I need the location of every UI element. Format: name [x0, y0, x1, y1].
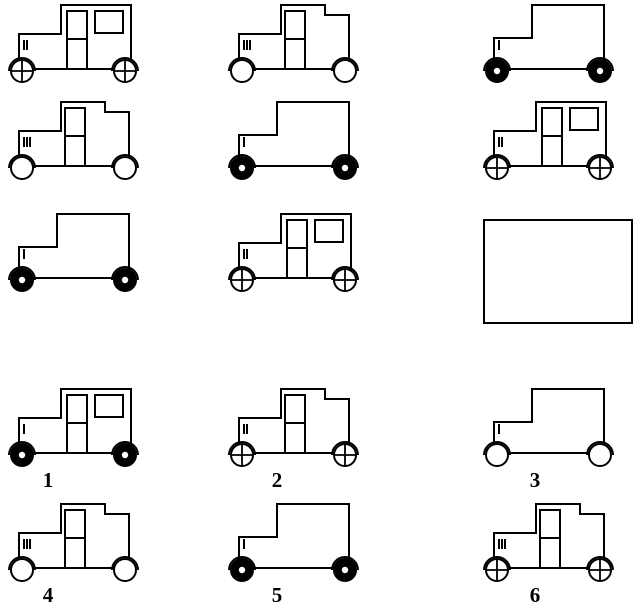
car-body-outline	[19, 5, 131, 69]
car-rear-window	[570, 108, 598, 130]
option-number-1: 1	[28, 469, 68, 491]
car-van-plain-wheels	[480, 385, 610, 473]
car-van-filled-wheels	[225, 98, 355, 186]
plain-wheel-icon	[231, 60, 253, 82]
plain-wheel-icon	[334, 60, 356, 82]
cross-wheel-icon	[486, 559, 508, 581]
filled-wheel-icon	[11, 269, 33, 291]
cross-wheel-icon	[231, 444, 253, 466]
plain-wheel-icon	[486, 444, 508, 466]
car-full-cross-wheels	[480, 98, 610, 186]
filled-wheel-icon	[486, 60, 508, 82]
filled-wheel-icon	[334, 157, 356, 179]
filled-wheel-icon	[231, 157, 253, 179]
cross-wheel-icon	[334, 444, 356, 466]
missing-answer-box	[483, 219, 633, 324]
cross-wheel-icon	[231, 269, 253, 291]
car-rear-window	[95, 11, 123, 33]
filled-wheel-icon	[11, 444, 33, 466]
cross-wheel-icon	[486, 157, 508, 179]
plain-wheel-icon	[589, 444, 611, 466]
car-van-filled-wheels	[5, 210, 135, 298]
car-body-outline	[239, 5, 349, 69]
car-body-outline	[494, 504, 604, 568]
car-body-outline	[239, 214, 351, 278]
plain-wheel-icon	[11, 157, 33, 179]
car-full-cross-wheels	[5, 1, 135, 89]
cross-wheel-icon	[11, 60, 33, 82]
filled-wheel-icon	[114, 444, 136, 466]
plain-wheel-icon	[114, 157, 136, 179]
car-medium-plain-wheels	[225, 1, 355, 89]
car-body-outline	[239, 389, 349, 453]
car-medium-plain-wheels	[5, 98, 135, 186]
filled-wheel-icon	[114, 269, 136, 291]
car-full-filled-wheels	[5, 385, 135, 473]
option-number-5: 5	[257, 584, 297, 606]
option-number-2: 2	[257, 469, 297, 491]
cross-wheel-icon	[589, 559, 611, 581]
car-body-outline	[19, 214, 129, 278]
car-body-outline	[494, 5, 604, 69]
car-medium-cross-wheels	[480, 500, 610, 588]
car-body-outline	[19, 102, 129, 166]
filled-wheel-icon	[334, 559, 356, 581]
car-medium-cross-wheels	[225, 385, 355, 473]
option-number-3: 3	[515, 469, 555, 491]
plain-wheel-icon	[11, 559, 33, 581]
filled-wheel-icon	[589, 60, 611, 82]
car-body-outline	[239, 102, 349, 166]
car-body-outline	[19, 389, 131, 453]
car-body-outline	[19, 504, 129, 568]
car-body-outline	[239, 504, 349, 568]
car-full-cross-wheels	[225, 210, 355, 298]
car-rear-window	[95, 395, 123, 417]
option-number-4: 4	[28, 584, 68, 606]
cross-wheel-icon	[334, 269, 356, 291]
cross-wheel-icon	[589, 157, 611, 179]
filled-wheel-icon	[231, 559, 253, 581]
car-van-filled-wheels	[480, 1, 610, 89]
car-body-outline	[494, 389, 604, 453]
car-medium-plain-wheels	[5, 500, 135, 588]
car-body-outline	[494, 102, 606, 166]
plain-wheel-icon	[114, 559, 136, 581]
option-number-6: 6	[515, 584, 555, 606]
car-van-filled-wheels	[225, 500, 355, 588]
cross-wheel-icon	[114, 60, 136, 82]
car-rear-window	[315, 220, 343, 242]
